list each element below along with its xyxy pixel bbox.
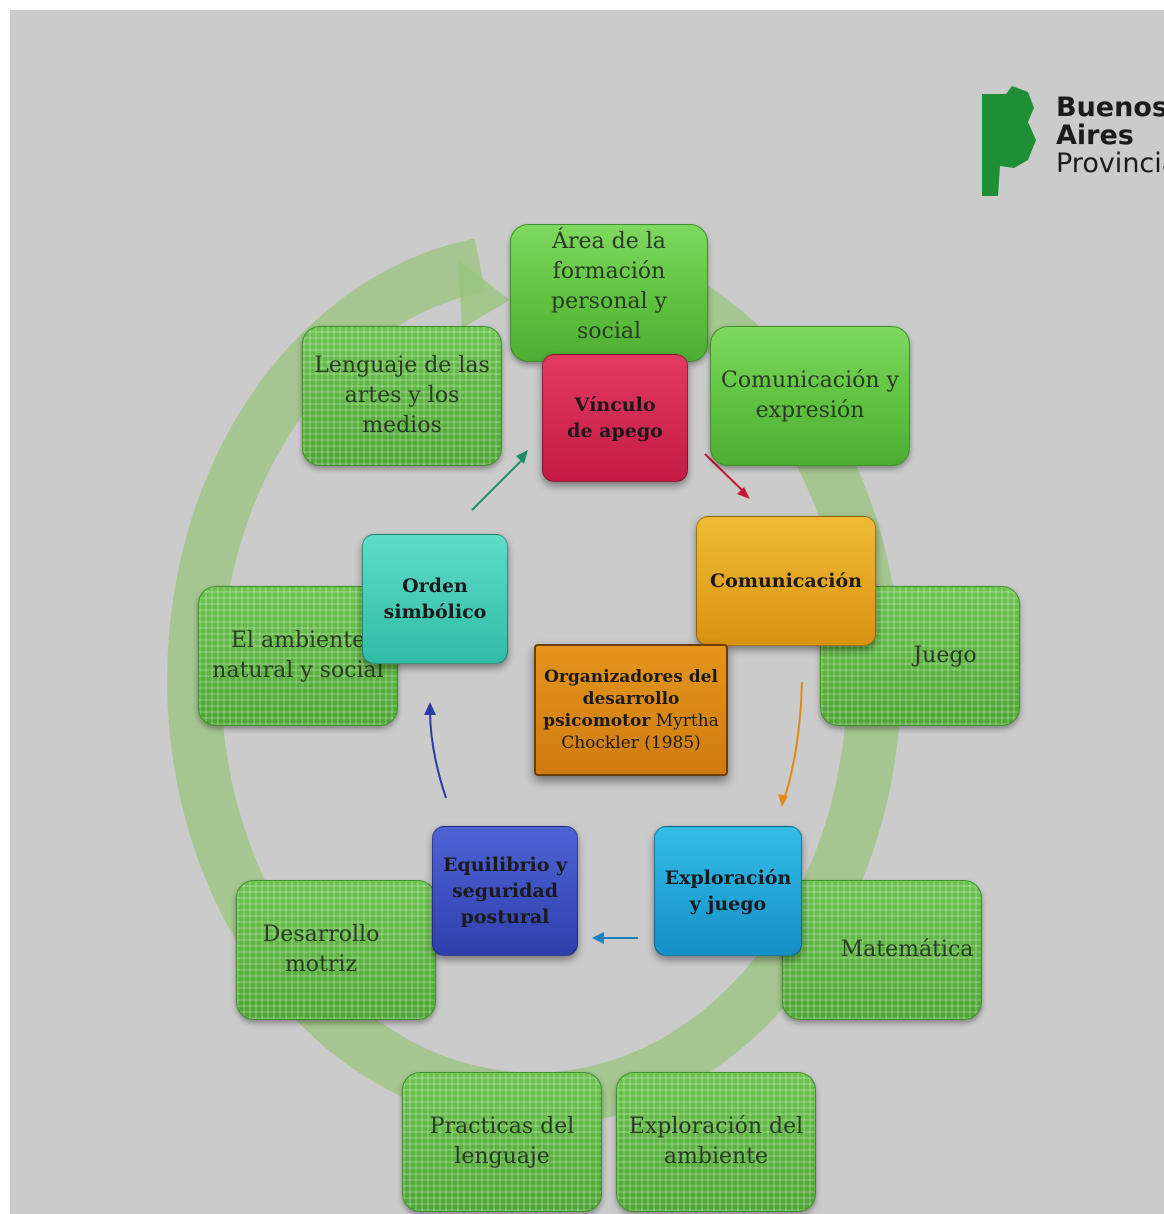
- logo-text-provincia: Provincia: [1056, 148, 1164, 179]
- logo-text-buenos: Buenos: [1056, 92, 1164, 123]
- area-practicas-lenguaje: Practicas del lenguaje: [402, 1072, 602, 1212]
- center-title: Organizadores del desarrollo psicomotor: [543, 667, 718, 731]
- center-author: Myrtha Chockler (1985): [561, 711, 719, 753]
- organizer-equilibrio-seguridad-postural: Equilibrio y seguridad postural: [432, 826, 578, 956]
- area-comunicacion-expresion: Comunicación y expresión: [710, 326, 910, 466]
- area-desarrollo-motriz: Desarrollo motriz: [236, 880, 436, 1020]
- center-title-box: Organizadores del desarrollo psicomotor …: [534, 644, 728, 776]
- organizer-vinculo-apego: Vínculo de apego: [542, 354, 688, 482]
- area-lenguaje-artes-medios: Lenguaje de las artes y los medios: [302, 326, 502, 466]
- area-exploracion-ambiente: Exploración del ambiente: [616, 1072, 816, 1212]
- area-matematica: Matemática: [782, 880, 982, 1020]
- province-map-icon: [982, 86, 1036, 196]
- logo-text-aires: Aires: [1056, 120, 1134, 151]
- area-formacion-personal-social: Área de la formación personal y social: [510, 224, 708, 362]
- buenos-aires-provincia-logo: Buenos Aires Provincia: [978, 84, 1164, 204]
- organizer-exploracion-juego: Exploración y juego: [654, 826, 802, 956]
- organizer-comunicacion: Comunicación: [696, 516, 876, 646]
- diagram-background: Buenos Aires Provincia Área de la formac…: [10, 10, 1164, 1214]
- organizer-orden-simbolico: Orden simbólico: [362, 534, 508, 664]
